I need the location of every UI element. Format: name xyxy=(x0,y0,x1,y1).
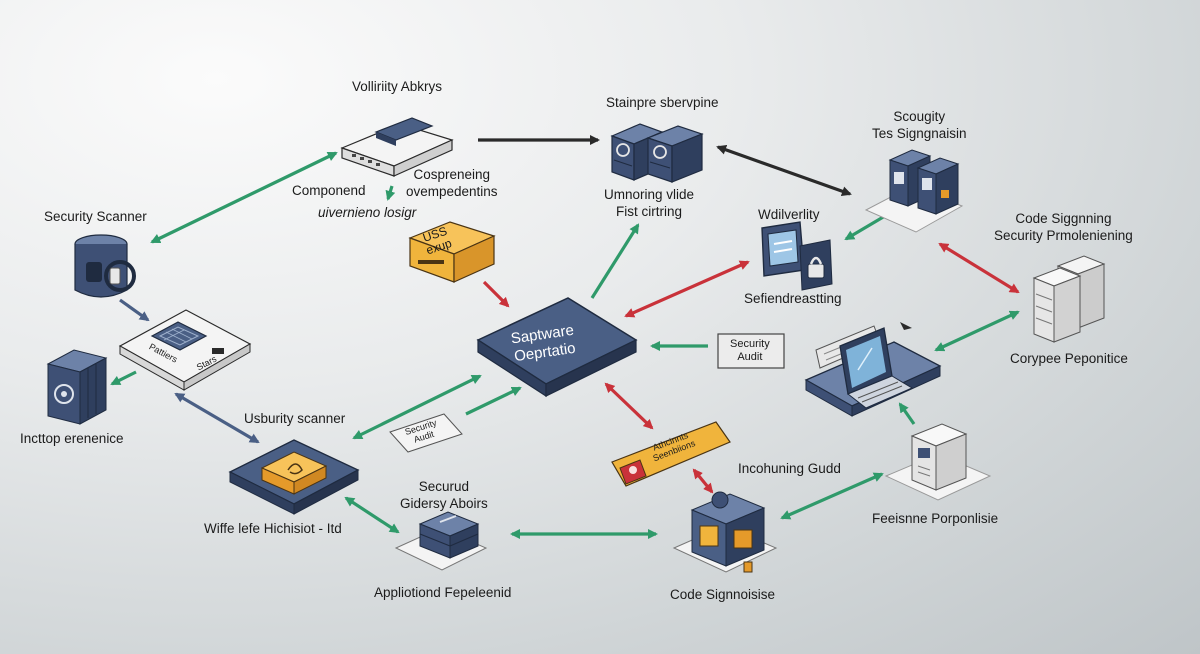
arrow-uss-to-center xyxy=(482,280,510,308)
router-node xyxy=(340,117,454,177)
software-hub-node xyxy=(476,297,638,398)
label-application-dev: Appliotiond Fepeleenid xyxy=(374,585,512,600)
arrow-audit-small-to-center xyxy=(465,386,522,416)
arrow-secondary-to-center xyxy=(352,374,482,440)
audit-tag-small xyxy=(389,413,463,453)
arrow-wifi-to-secured xyxy=(344,496,400,534)
arrow-center-to-monitoring xyxy=(590,223,640,299)
label-code-signing-right: Code Siggnning Security Prmoleniening xyxy=(994,211,1133,243)
laptop-node xyxy=(804,322,942,417)
arrow-feature-to-laptop xyxy=(898,402,916,425)
signing-server-node xyxy=(864,149,964,233)
label-component-dependencies: Cospreneing ovempedentins xyxy=(406,167,498,199)
arrow-component-down xyxy=(385,185,396,201)
secondary-scanner-node xyxy=(228,439,360,515)
label-secured-delivery: Securud Gidersy Aboirs xyxy=(400,479,488,511)
scanner-chip-node xyxy=(118,309,252,391)
label-code-signing-bottom: Code Signnoisise xyxy=(670,587,776,602)
alert-banner-node xyxy=(611,421,731,487)
arrow-chip-to-incident xyxy=(110,370,137,386)
label-storage-top: Stainpre sbervpine xyxy=(606,95,719,110)
storage-servers-node xyxy=(610,123,704,183)
arrow-compliance-to-laptop xyxy=(934,310,1020,352)
arrow-signing-to-compliance xyxy=(938,242,1020,294)
label-feature-compliance: Feeisnne Porponlisie xyxy=(872,511,999,526)
label-vulnerability-top: Volliriity Abkrys xyxy=(352,79,443,94)
label-incoming-build: Incohuning Gudd xyxy=(738,461,841,476)
label-component: Componend xyxy=(292,183,366,198)
code-signing-node xyxy=(672,491,778,573)
label-compliance: Corypee Peponitice xyxy=(1010,351,1128,366)
audit-box-right xyxy=(717,333,785,369)
vulnerability-monitor-node xyxy=(761,221,833,291)
label-security-scanner-left: Security Scanner xyxy=(44,209,147,224)
compliance-servers-node xyxy=(1032,255,1106,343)
label-wifi-left: Wiffe lefe Hichisiot - Itd xyxy=(204,521,342,536)
label-audit-right: Security Audit xyxy=(730,338,770,363)
feature-compliance-node xyxy=(884,423,992,501)
arrow-chip-to-secondary xyxy=(174,392,260,444)
arrow-center-to-alert xyxy=(604,382,654,430)
label-universal-logic: uivernieno losigr xyxy=(318,205,417,220)
label-incident-response: Incttop erenenice xyxy=(20,431,124,446)
arrow-center-to-vuln-right xyxy=(624,260,750,318)
label-secondary-scanner: Usburity scanner xyxy=(244,411,346,426)
incident-rack-node xyxy=(46,349,108,425)
arrow-alert-to-codesign xyxy=(692,468,714,494)
uss-box-node xyxy=(408,221,496,283)
arrow-codesign-to-feature xyxy=(780,472,884,520)
secured-delivery-node xyxy=(394,511,488,571)
label-vulnerability-right: Wdilverlity xyxy=(758,207,820,222)
arrow-scanner-to-chip xyxy=(119,298,150,322)
security-scanner-node xyxy=(74,234,136,298)
label-security-signing: Scougity Tes Signgnaisin xyxy=(872,109,967,141)
label-monitoring: Umnoring vlide Fist cirtring xyxy=(604,187,695,219)
label-self-checking: Sefiendreastting xyxy=(744,291,842,306)
arrow-storage-to-signing xyxy=(716,144,852,197)
connector-arrows xyxy=(110,135,1020,539)
arrow-scanner-to-vuln xyxy=(150,151,338,244)
